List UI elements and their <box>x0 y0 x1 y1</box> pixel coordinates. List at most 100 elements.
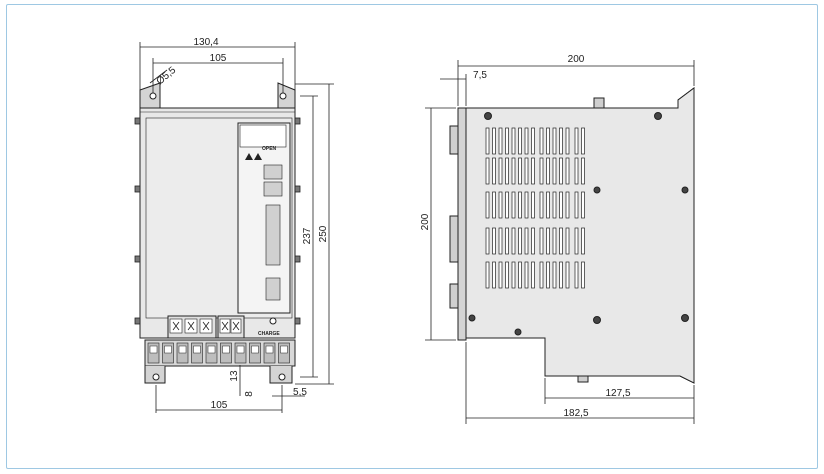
vent-slot <box>518 191 522 219</box>
dim-side-height: 200 <box>420 213 431 230</box>
dim-overall-width: 130,4 <box>193 37 218 48</box>
dim-hole-dia: Ø5,5 <box>155 65 179 88</box>
vent-slot <box>531 261 535 289</box>
vent-slot <box>531 191 535 219</box>
vent-slot <box>552 157 557 185</box>
vent-slot <box>511 191 516 219</box>
dim-height-inner: 237 <box>302 227 313 244</box>
vent-slot <box>565 191 570 219</box>
vent-slot <box>559 261 563 289</box>
vent-slot <box>498 227 503 255</box>
side-vents <box>485 127 585 289</box>
lower-terminal-screw <box>280 345 288 354</box>
vent-slot <box>539 191 544 219</box>
dim-flange: 7,5 <box>473 70 487 81</box>
front-terminals <box>147 318 290 364</box>
vent-slot <box>505 227 509 255</box>
vent-slot <box>574 191 579 219</box>
lower-terminal-screw <box>236 345 245 354</box>
vent-slot <box>539 227 544 255</box>
vent-slot <box>492 261 496 289</box>
front-dimensions <box>139 42 334 413</box>
vent-slot <box>539 157 544 185</box>
vent-slot <box>581 157 585 185</box>
vent-slot <box>492 127 496 155</box>
vent-slot <box>524 127 529 155</box>
vent-slot <box>565 157 570 185</box>
vent-slot <box>546 191 550 219</box>
vent-slot <box>505 191 509 219</box>
lower-terminal-screw <box>222 345 230 354</box>
vent-slot <box>485 227 490 255</box>
dim-height-overall: 250 <box>318 225 329 242</box>
vent-slot <box>546 227 550 255</box>
front-mount-holes <box>149 92 287 381</box>
lower-terminal-screw <box>251 345 259 354</box>
vent-slot <box>546 261 550 289</box>
vent-slot <box>498 191 503 219</box>
side-flange <box>457 107 467 341</box>
vent-slot <box>565 261 570 289</box>
vent-slot <box>581 127 585 155</box>
front-view <box>134 82 301 384</box>
vent-slot <box>498 261 503 289</box>
lower-terminal-screw <box>207 345 216 354</box>
vent-slot <box>531 227 535 255</box>
dim-bottom-small: 8 <box>244 391 255 397</box>
vent-slot <box>524 261 529 289</box>
vent-slot <box>565 227 570 255</box>
vent-slot <box>485 261 490 289</box>
lower-terminal-screw <box>265 345 274 354</box>
vent-slot <box>546 127 550 155</box>
open-label: OPEN <box>262 146 277 152</box>
vent-slot <box>559 157 563 185</box>
vent-slot <box>531 157 535 185</box>
vent-slot <box>531 127 535 155</box>
vent-slot <box>511 261 516 289</box>
dim-slot-width: 5,5 <box>293 387 307 398</box>
upper-terminal-cross <box>202 321 210 331</box>
vent-slot <box>505 157 509 185</box>
vent-slot <box>492 157 496 185</box>
vent-slot <box>552 191 557 219</box>
vent-slot <box>546 157 550 185</box>
vent-slot <box>518 227 522 255</box>
dim-depth-total: 182,5 <box>563 408 588 419</box>
vent-slot <box>518 157 522 185</box>
vent-slot <box>492 191 496 219</box>
vent-slot <box>552 127 557 155</box>
vent-slot <box>485 157 490 185</box>
upper-terminal-cross <box>172 321 180 331</box>
vent-slot <box>511 127 516 155</box>
vent-slot <box>581 191 585 219</box>
side-dimensions <box>425 60 695 424</box>
vent-slot <box>539 261 544 289</box>
vent-slot <box>524 227 529 255</box>
vent-slot <box>559 191 563 219</box>
vent-slot <box>581 261 585 289</box>
vent-slot <box>539 127 544 155</box>
vent-slot <box>511 157 516 185</box>
vent-slot <box>498 157 503 185</box>
vent-slot <box>552 227 557 255</box>
vent-slot <box>498 127 503 155</box>
vent-slot <box>581 227 585 255</box>
upper-terminal-cross <box>187 321 195 331</box>
upper-terminal-cross <box>232 321 240 331</box>
side-view <box>449 87 695 384</box>
vent-slot <box>574 227 579 255</box>
dim-top-pitch: 105 <box>210 53 227 64</box>
vent-slot <box>485 127 490 155</box>
vent-slot <box>485 191 490 219</box>
vent-slot <box>518 127 522 155</box>
vent-slot <box>492 227 496 255</box>
dim-depth-overall: 200 <box>568 54 585 65</box>
vent-slot <box>505 261 509 289</box>
vent-slot <box>574 127 579 155</box>
charge-label: CHARGE <box>258 331 280 337</box>
vent-slot <box>524 191 529 219</box>
side-screws <box>468 112 689 336</box>
vent-slot <box>511 227 516 255</box>
lower-terminal-screw <box>178 345 187 354</box>
